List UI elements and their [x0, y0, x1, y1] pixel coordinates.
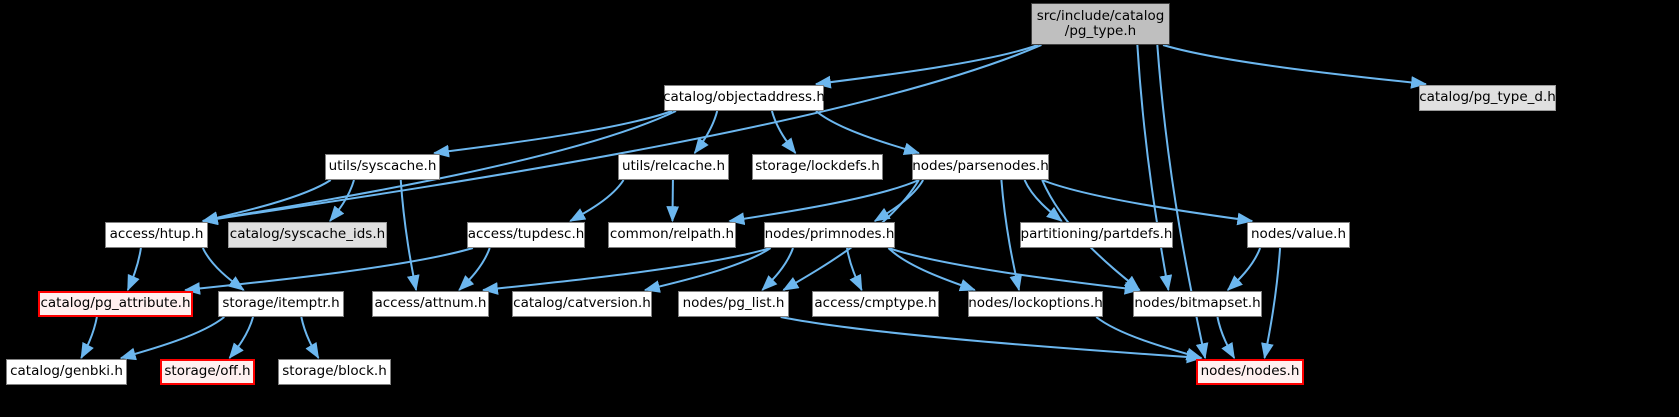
edge-primnodes-to-cmptype [845, 247, 863, 292]
edge-pg_type-to-bitmapset [1136, 44, 1173, 292]
edge-syscache-to-syscache_ids [329, 179, 355, 222]
graph-node-syscache_ids[interactable]: catalog/syscache_ids.h [228, 222, 387, 248]
graph-node-off[interactable]: storage/off.h [160, 359, 255, 385]
graph-node-bitmapset[interactable]: nodes/bitmapset.h [1133, 291, 1262, 317]
edge-tupdesc-to-attnum [458, 247, 491, 291]
edge-pg_type-to-objectaddress [814, 44, 1039, 89]
edge-pg_attribute-to-genbki [80, 316, 98, 360]
edge-htup-to-pg_attribute [126, 247, 142, 292]
edge-syscache-to-htup [201, 179, 332, 224]
edge-itemptr-to-off [228, 316, 255, 359]
graph-node-lockoptions[interactable]: nodes/lockoptions.h [968, 291, 1103, 317]
edge-parsenodes-to-value [1041, 179, 1254, 226]
graph-node-catversion[interactable]: catalog/catversion.h [512, 291, 652, 317]
graph-node-lockdefs[interactable]: storage/lockdefs.h [752, 154, 883, 180]
edge-primnodes-to-lockoptions [887, 247, 976, 292]
edge-tupdesc-to-pg_attribute [184, 247, 474, 295]
edge-primnodes-to-catversion [643, 247, 772, 293]
graph-node-partdefs[interactable]: partitioning/partdefs.h [1020, 222, 1173, 248]
edge-htup-to-itemptr [201, 247, 245, 291]
graph-node-cmptype[interactable]: access/cmptype.h [812, 291, 939, 317]
edge-parsenodes-to-lockoptions [1000, 179, 1023, 292]
edge-parsenodes-to-relpath [728, 179, 920, 226]
edge-value-to-nodes [1261, 247, 1282, 360]
edge-paths [80, 44, 1428, 364]
edge-primnodes-to-bitmapset [888, 247, 1141, 295]
graph-node-genbki[interactable]: catalog/genbki.h [6, 359, 127, 385]
graph-node-value[interactable]: nodes/value.h [1247, 222, 1350, 248]
graph-node-pg_type_d[interactable]: catalog/pg_type_d.h [1419, 85, 1556, 111]
graph-node-attnum[interactable]: access/attnum.h [372, 291, 489, 317]
graph-node-htup[interactable]: access/htup.h [105, 222, 208, 248]
graph-node-block[interactable]: storage/block.h [278, 359, 391, 385]
edge-objectaddress-to-parsenodes [815, 110, 921, 155]
edge-relcache-to-tupdesc [569, 179, 625, 222]
graph-node-pg_attribute[interactable]: catalog/pg_attribute.h [38, 291, 193, 317]
edge-itemptr-to-genbki [119, 316, 225, 361]
graph-node-itemptr[interactable]: storage/itemptr.h [218, 291, 344, 317]
edge-objectaddress-to-syscache [433, 110, 673, 158]
edge-pg_type-to-nodes [1156, 44, 1209, 360]
graph-node-pg_type[interactable]: src/include/catalog /pg_type.h [1031, 3, 1170, 45]
edge-itemptr-to-block [300, 316, 320, 360]
graph-node-primnodes[interactable]: nodes/primnodes.h [764, 222, 895, 248]
edge-objectaddress-to-htup [201, 110, 677, 225]
edge-lockoptions-to-nodes [1095, 316, 1203, 361]
graph-node-parsenodes[interactable]: nodes/parsenodes.h [912, 154, 1049, 180]
edge-value-to-bitmapset [1226, 247, 1262, 291]
edge-syscache-to-attnum [399, 179, 420, 292]
graph-node-objectaddress[interactable]: catalog/objectaddress.h [663, 85, 825, 111]
edge-pg_type-to-pg_type_d [1162, 44, 1428, 89]
graph-node-tupdesc[interactable]: access/tupdesc.h [467, 222, 585, 248]
edge-primnodes-to-pg_list [761, 247, 794, 291]
edge-pg_type-to-htup [201, 44, 1042, 226]
graph-node-relcache[interactable]: utils/relcache.h [618, 154, 729, 180]
graph-node-syscache[interactable]: utils/syscache.h [325, 154, 440, 180]
edge-bitmapset-to-nodes [1216, 316, 1236, 360]
graph-node-relpath[interactable]: common/relpath.h [608, 222, 736, 248]
edge-primnodes-to-attnum [481, 247, 771, 295]
edge-objectaddress-to-relcache [693, 110, 719, 154]
graph-node-pg_list[interactable]: nodes/pg_list.h [678, 291, 789, 317]
edge-parsenodes-to-partdefs [1023, 179, 1063, 222]
edge-objectaddress-to-lockdefs [770, 110, 797, 154]
edge-pg_list-to-nodes [780, 316, 1203, 364]
graph-node-nodes[interactable]: nodes/nodes.h [1196, 359, 1304, 385]
